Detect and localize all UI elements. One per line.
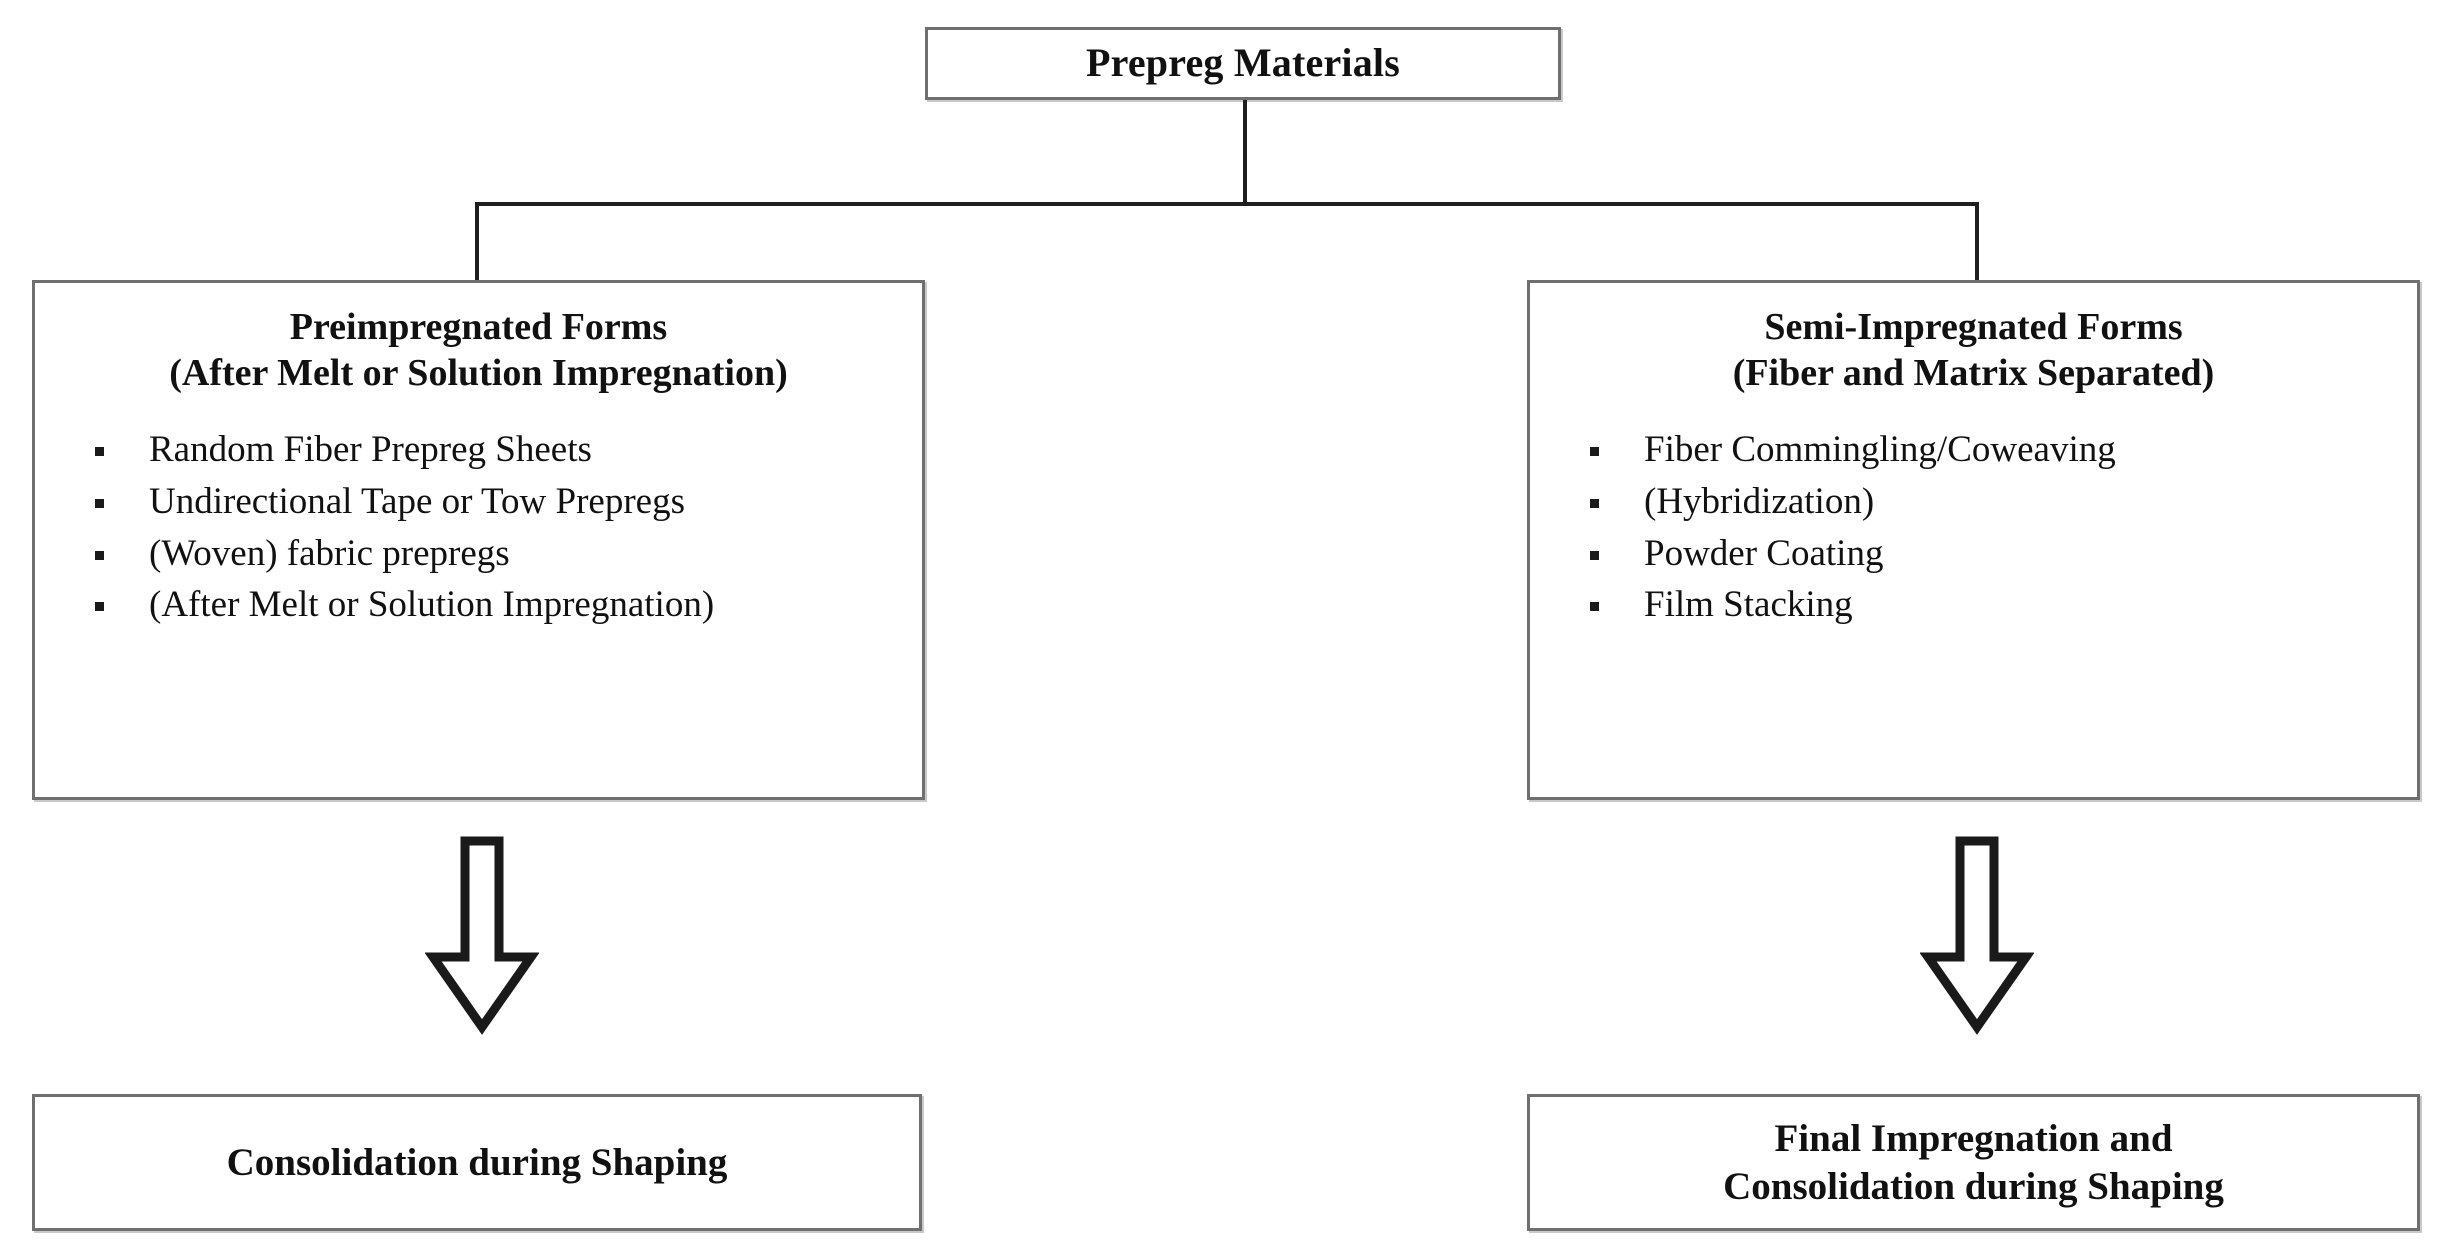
list-item: (After Melt or Solution Impregnation): [91, 581, 896, 629]
list-item: (Hybridization): [1586, 478, 2391, 526]
list-item: Undirectional Tape or Tow Prepregs: [91, 478, 896, 526]
branch-heading-preimpregnated: Preimpregnated Forms (After Melt or Solu…: [169, 306, 788, 394]
list-item: Film Stacking: [1586, 581, 2391, 629]
list-item: Random Fiber Prepreg Sheets: [91, 426, 896, 474]
outcome-node-consolidation: Consolidation during Shaping: [32, 1094, 922, 1231]
list-item: (Woven) fabric prepregs: [91, 530, 896, 578]
branch-heading-semi-impregnated: Semi-Impregnated Forms (Fiber and Matrix…: [1732, 306, 2215, 394]
connector-drop-right: [1975, 202, 1979, 282]
bullet-list-preimpregnated: Random Fiber Prepreg Sheets Undirectiona…: [35, 396, 922, 629]
outcome-label-consolidation: Consolidation during Shaping: [226, 1140, 728, 1184]
list-item: Fiber Commingling/Coweaving: [1586, 426, 2391, 474]
bullet-list-semi-impregnated: Fiber Commingling/Coweaving (Hybridizati…: [1530, 396, 2417, 629]
outcome-label-final-impregnation: Final Impregnation and Consolidation dur…: [1723, 1116, 2224, 1208]
branch-node-semi-impregnated: Semi-Impregnated Forms (Fiber and Matrix…: [1527, 280, 2420, 800]
list-item: Powder Coating: [1586, 530, 2391, 578]
branch-node-preimpregnated: Preimpregnated Forms (After Melt or Solu…: [32, 280, 925, 800]
root-node-label: Prepreg Materials: [1085, 40, 1401, 86]
outcome-node-final-impregnation: Final Impregnation and Consolidation dur…: [1527, 1094, 2420, 1231]
down-arrow-icon-left: [425, 836, 539, 1035]
root-node-prepreg-materials: Prepreg Materials: [925, 27, 1561, 100]
connector-drop-left: [475, 202, 479, 282]
down-arrow-icon-right: [1920, 836, 2034, 1035]
connector-root-stem: [1243, 100, 1247, 206]
connector-horizontal-bar: [475, 202, 1979, 206]
